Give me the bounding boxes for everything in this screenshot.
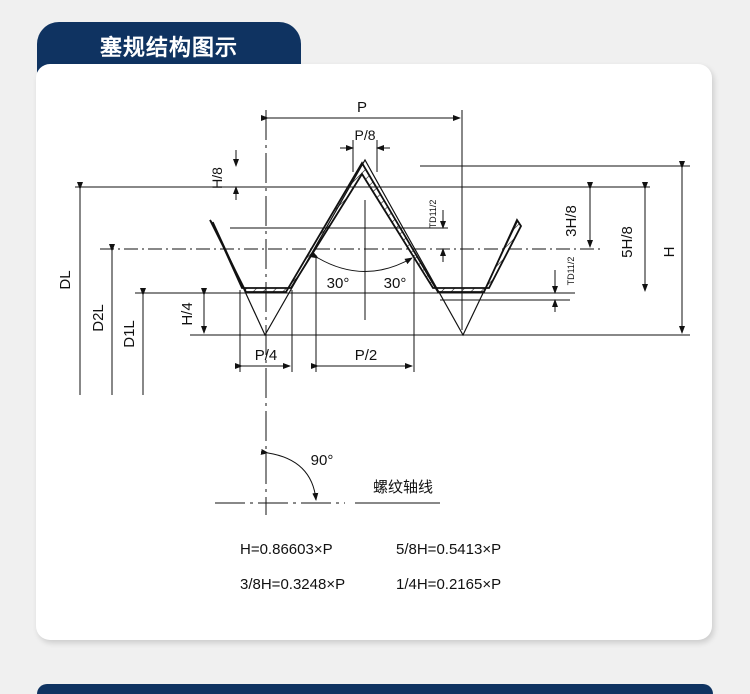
label-dl: DL: [57, 270, 74, 289]
label-p8: P/8: [354, 127, 375, 143]
label-thread-axis: 螺纹轴线: [373, 479, 433, 496]
label-td-upper: TD11/2: [428, 200, 438, 229]
diagram-card: [36, 64, 712, 640]
label-h8: H/8: [209, 167, 225, 189]
label-h: H: [661, 247, 678, 258]
section-title: 塞规结构图示: [99, 36, 238, 61]
basic-profile: [212, 158, 518, 337]
label-h4: H/4: [179, 302, 196, 325]
label-d2l: D2L: [90, 304, 107, 332]
formula: 5/8H=0.5413×P: [396, 541, 501, 558]
formula: 3/8H=0.3248×P: [240, 576, 345, 593]
label-td-lower: TD11/2: [566, 257, 576, 286]
label-angle-right: 30°: [384, 275, 407, 292]
label-p2: P/2: [355, 347, 378, 364]
label-3h8: 3H/8: [563, 205, 580, 237]
label-p4: P/4: [255, 347, 278, 364]
label-90: 90°: [311, 452, 334, 469]
label-angle-left: 30°: [327, 275, 350, 292]
formula: H=0.86603×P: [240, 541, 333, 558]
formula: 1/4H=0.2165×P: [396, 576, 501, 593]
label-p: P: [357, 99, 367, 116]
label-d1l: D1L: [121, 320, 138, 348]
label-5h8: 5H/8: [619, 226, 636, 258]
